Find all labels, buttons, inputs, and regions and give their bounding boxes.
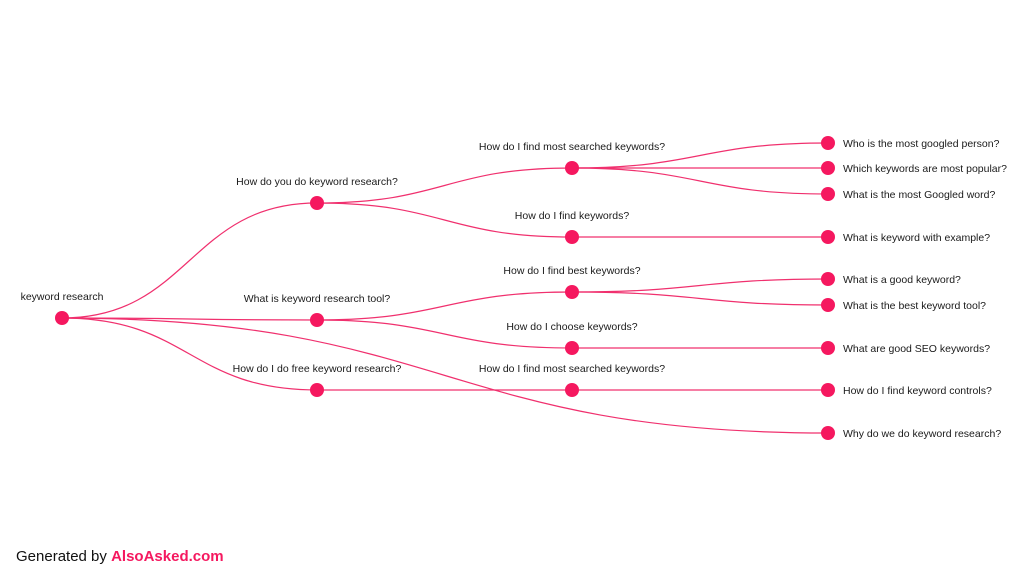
node-label: How do I find keywords? — [515, 210, 630, 222]
tree-node-l1[interactable]: Who is the most googled person? — [821, 136, 1000, 150]
node-label: How do I find keyword controls? — [843, 385, 992, 397]
node-label: What is the best keyword tool? — [843, 300, 986, 312]
node-label: Why do we do keyword research? — [843, 428, 1001, 440]
node-label: What is a good keyword? — [843, 274, 961, 286]
edge-q2-to-q2a — [316, 291, 573, 321]
tree-node-l7[interactable]: What are good SEO keywords? — [821, 341, 990, 355]
node-label: keyword research — [21, 291, 104, 303]
tree-node-q1a[interactable]: How do I find most searched keywords? — [479, 141, 665, 175]
tree-node-q2[interactable]: What is keyword research tool? — [244, 293, 391, 327]
node-dot[interactable] — [310, 313, 324, 327]
node-dot[interactable] — [821, 426, 835, 440]
node-label: How do I find most searched keywords? — [479, 141, 665, 153]
edge-q2a-to-l5 — [571, 278, 829, 293]
edge-q1-to-q1a — [316, 167, 573, 204]
tree-node-q3a[interactable]: How do I find most searched keywords? — [479, 363, 665, 397]
tree-node-l4[interactable]: What is keyword with example? — [821, 230, 990, 244]
node-label: How do I choose keywords? — [506, 321, 637, 333]
tree-node-q3[interactable]: How do I do free keyword research? — [233, 363, 402, 397]
tree-node-q2b[interactable]: How do I choose keywords? — [506, 321, 638, 355]
node-label: What is keyword with example? — [843, 232, 990, 244]
node-label: How do I do free keyword research? — [233, 363, 402, 375]
node-label: Which keywords are most popular? — [843, 163, 1007, 175]
node-dot[interactable] — [55, 311, 69, 325]
node-dot[interactable] — [821, 187, 835, 201]
edge-root-to-q3 — [61, 317, 318, 391]
node-dot[interactable] — [821, 298, 835, 312]
node-dot[interactable] — [565, 341, 579, 355]
node-dot[interactable] — [565, 161, 579, 175]
tree-nodes: keyword research How do you do keyword re… — [21, 136, 1007, 440]
node-dot[interactable] — [565, 285, 579, 299]
tree-node-root[interactable]: keyword research — [21, 291, 104, 325]
alsoasked-brand-link[interactable]: AlsoAsked.com — [111, 548, 224, 565]
node-label: What is keyword research tool? — [244, 293, 391, 305]
node-label: How do I find most searched keywords? — [479, 363, 665, 375]
edge-q1a-to-l3 — [571, 167, 829, 195]
tree-edges — [61, 142, 829, 434]
node-dot[interactable] — [821, 136, 835, 150]
tree-node-q1[interactable]: How do you do keyword research? — [236, 176, 398, 210]
tree-node-l9[interactable]: Why do we do keyword research? — [821, 426, 1001, 440]
node-label: What is the most Googled word? — [843, 189, 995, 201]
node-dot[interactable] — [310, 383, 324, 397]
footer-prefix: Generated by — [16, 548, 107, 565]
tree-node-q1b[interactable]: How do I find keywords? — [515, 210, 630, 244]
tree-node-l3[interactable]: What is the most Googled word? — [821, 187, 995, 201]
generated-by-footer: Generated by AlsoAsked.com — [16, 548, 224, 565]
edge-q2-to-q2b — [316, 319, 573, 349]
edge-root-to-q1 — [61, 202, 318, 319]
node-dot[interactable] — [821, 161, 835, 175]
edge-root-to-l9 — [61, 317, 829, 434]
node-dot[interactable] — [565, 230, 579, 244]
node-dot[interactable] — [310, 196, 324, 210]
tree-node-l8[interactable]: How do I find keyword controls? — [821, 383, 992, 397]
edge-q1-to-q1b — [316, 202, 573, 238]
tree-node-q2a[interactable]: How do I find best keywords? — [503, 265, 641, 299]
tree-node-l6[interactable]: What is the best keyword tool? — [821, 298, 986, 312]
node-dot[interactable] — [821, 230, 835, 244]
node-label: How do you do keyword research? — [236, 176, 398, 188]
node-label: How do I find best keywords? — [503, 265, 640, 277]
node-dot[interactable] — [821, 272, 835, 286]
node-dot[interactable] — [565, 383, 579, 397]
tree-node-l5[interactable]: What is a good keyword? — [821, 272, 961, 286]
node-dot[interactable] — [821, 383, 835, 397]
edge-q2a-to-l6 — [571, 291, 829, 306]
node-dot[interactable] — [821, 341, 835, 355]
node-label: Who is the most googled person? — [843, 138, 1000, 150]
tree-node-l2[interactable]: Which keywords are most popular? — [821, 161, 1007, 175]
edge-q1a-to-l1 — [571, 142, 829, 169]
node-label: What are good SEO keywords? — [843, 343, 990, 355]
